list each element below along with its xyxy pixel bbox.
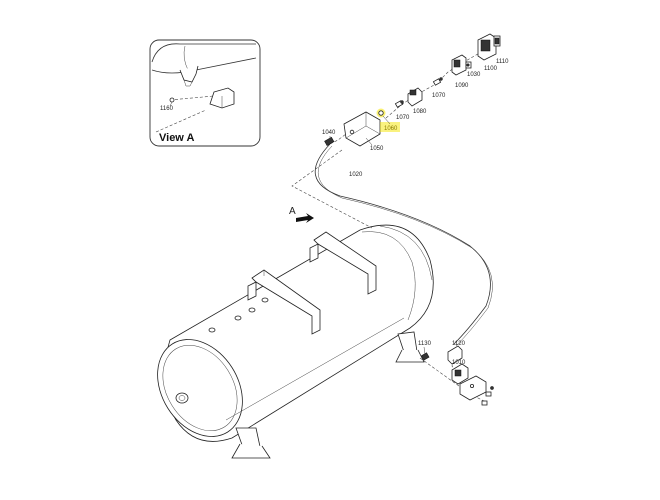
fitting-1040[interactable] xyxy=(324,136,335,146)
callout-1130[interactable]: 1130 xyxy=(418,341,432,347)
callout-1010[interactable]: 1010 xyxy=(452,360,466,366)
fitting-1070-b[interactable] xyxy=(432,77,443,86)
callout-1080[interactable]: 1080 xyxy=(413,109,427,115)
fitting-1130[interactable] xyxy=(421,352,430,361)
top-mounting-bracket-rear[interactable] xyxy=(309,231,377,295)
screw-lower[interactable] xyxy=(481,386,494,406)
switch-1090[interactable] xyxy=(451,54,467,76)
drain-port-icon xyxy=(175,392,189,404)
valve-1080[interactable] xyxy=(407,87,423,107)
cap-1110[interactable] xyxy=(493,35,501,47)
callout-1120[interactable]: 1120 xyxy=(452,341,466,347)
connector-1030[interactable] xyxy=(465,61,472,69)
clip-1010[interactable] xyxy=(451,363,469,385)
fitting-1070-a[interactable] xyxy=(394,100,404,108)
callout-1070-b[interactable]: 1070 xyxy=(432,93,446,99)
air-tank[interactable] xyxy=(140,224,434,452)
fitting-1120[interactable] xyxy=(447,345,463,365)
top-mounting-bracket-front[interactable] xyxy=(247,269,321,335)
pressure-switch-1100[interactable] xyxy=(477,33,497,61)
callout-1060[interactable]: 1060 xyxy=(384,126,398,132)
view-a-inset[interactable]: 1160 View A xyxy=(149,39,261,147)
nut-1060-highlighted[interactable] xyxy=(376,108,401,133)
callout-1160: 1160 xyxy=(160,106,174,112)
inset-nut-icon xyxy=(169,97,175,103)
view-a-marker-label: A xyxy=(289,206,296,217)
callout-1040[interactable]: 1040 xyxy=(322,130,336,136)
tank-foot-rear[interactable] xyxy=(395,331,425,363)
view-a-arrow-icon xyxy=(296,213,314,223)
callout-1050[interactable]: 1050 xyxy=(370,146,384,152)
hose-1020[interactable] xyxy=(314,143,491,345)
view-a-title: View A xyxy=(159,132,195,144)
callout-1110[interactable]: 1110 xyxy=(496,59,509,65)
callout-1070-a[interactable]: 1070 xyxy=(396,115,410,121)
bracket-1050[interactable] xyxy=(343,111,381,147)
callout-1090[interactable]: 1090 xyxy=(455,83,469,89)
callout-1100[interactable]: 1100 xyxy=(484,66,498,72)
tank-foot-front[interactable] xyxy=(231,427,271,459)
callout-1030[interactable]: 1030 xyxy=(467,72,481,78)
callout-1020[interactable]: 1020 xyxy=(349,172,363,178)
